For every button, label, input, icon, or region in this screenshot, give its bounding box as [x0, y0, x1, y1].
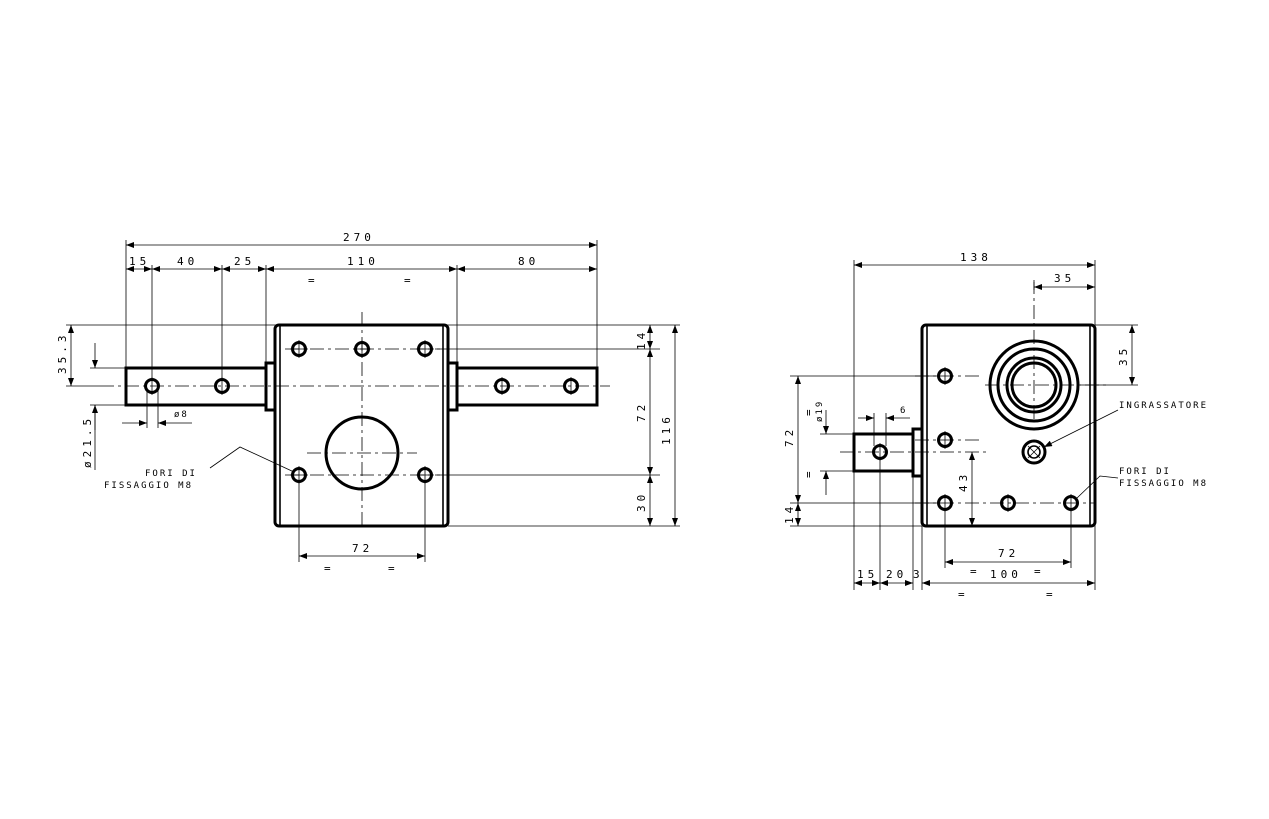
dim-40: 40 [177, 255, 198, 268]
fixing-hole [416, 466, 434, 484]
shaft-hole [563, 377, 579, 395]
dim-35-top: 35 [1054, 272, 1075, 285]
dim-14-vertical: 14 [783, 503, 796, 524]
dim-72: 72 [635, 401, 648, 422]
output-shaft-rings [988, 339, 1080, 431]
dim-14: 14 [635, 329, 648, 350]
dim-15-bottom: 15 [857, 568, 878, 581]
equal-mark: = [1034, 565, 1045, 578]
fixing-hole [937, 431, 953, 449]
dim-138: 138 [960, 251, 992, 264]
dim-100: 100 [990, 568, 1022, 581]
right-shaft [446, 361, 599, 412]
equal-mark: = [802, 405, 815, 416]
equal-mark: = [802, 467, 815, 478]
equal-mark: = [308, 274, 319, 287]
equal-mark: = [1046, 588, 1057, 601]
note-fixing-holes-line1: FORI DI [145, 469, 197, 479]
dim-43: 43 [957, 471, 970, 492]
shaft-hole [494, 377, 510, 395]
right-view: 138 35 35 72 14 ø19 = = 6 [783, 251, 1208, 601]
fixing-hole [353, 340, 371, 358]
dim-110: 110 [347, 255, 379, 268]
input-shaft [852, 427, 924, 478]
left-shaft [124, 361, 277, 412]
dim-30: 30 [635, 491, 648, 512]
dim-35-vertical: 35 [1117, 345, 1130, 366]
equal-mark: = [388, 562, 399, 575]
dim-80: 80 [518, 255, 539, 268]
dim-270: 270 [343, 231, 375, 244]
equal-mark: = [958, 588, 969, 601]
grease-fitting [1021, 439, 1047, 465]
dim-35-3: 35.3 [56, 332, 69, 375]
dim-25: 25 [234, 255, 255, 268]
fixing-hole [290, 340, 308, 358]
note-fixing-holes-line1: FORI DI [1119, 467, 1171, 477]
dim-dia-19: ø19 [815, 400, 825, 422]
dim-3-bottom: 3 [913, 568, 924, 581]
fixing-hole [1063, 494, 1079, 512]
dim-6: 6 [900, 406, 907, 416]
fixing-hole [1000, 494, 1016, 512]
dim-72-vertical: 72 [783, 426, 796, 447]
equal-mark: = [404, 274, 415, 287]
note-fixing-holes-line2: FISSAGGIO M8 [104, 481, 193, 491]
equal-mark: = [970, 565, 981, 578]
note-grease-fitting: INGRASSATORE [1119, 401, 1208, 411]
dim-dia-21-5: ø21.5 [81, 415, 94, 468]
output-bore-circle [324, 415, 400, 491]
note-fixing-holes-line2: FISSAGGIO M8 [1119, 479, 1208, 489]
fixing-hole [290, 466, 308, 484]
left-view: 270 15 40 25 110 80 = = 14 72 30 116 35.… [56, 231, 680, 575]
shaft-hole [872, 443, 888, 461]
dim-72-bottom: 72 [352, 542, 373, 555]
dim-116: 116 [660, 413, 673, 445]
dim-72-bottom: 72 [998, 547, 1019, 560]
dim-20-bottom: 20 [886, 568, 907, 581]
dim-dia-8: ø8 [174, 410, 189, 420]
dim-15: 15 [129, 255, 150, 268]
fixing-hole [416, 340, 434, 358]
equal-mark: = [324, 562, 335, 575]
